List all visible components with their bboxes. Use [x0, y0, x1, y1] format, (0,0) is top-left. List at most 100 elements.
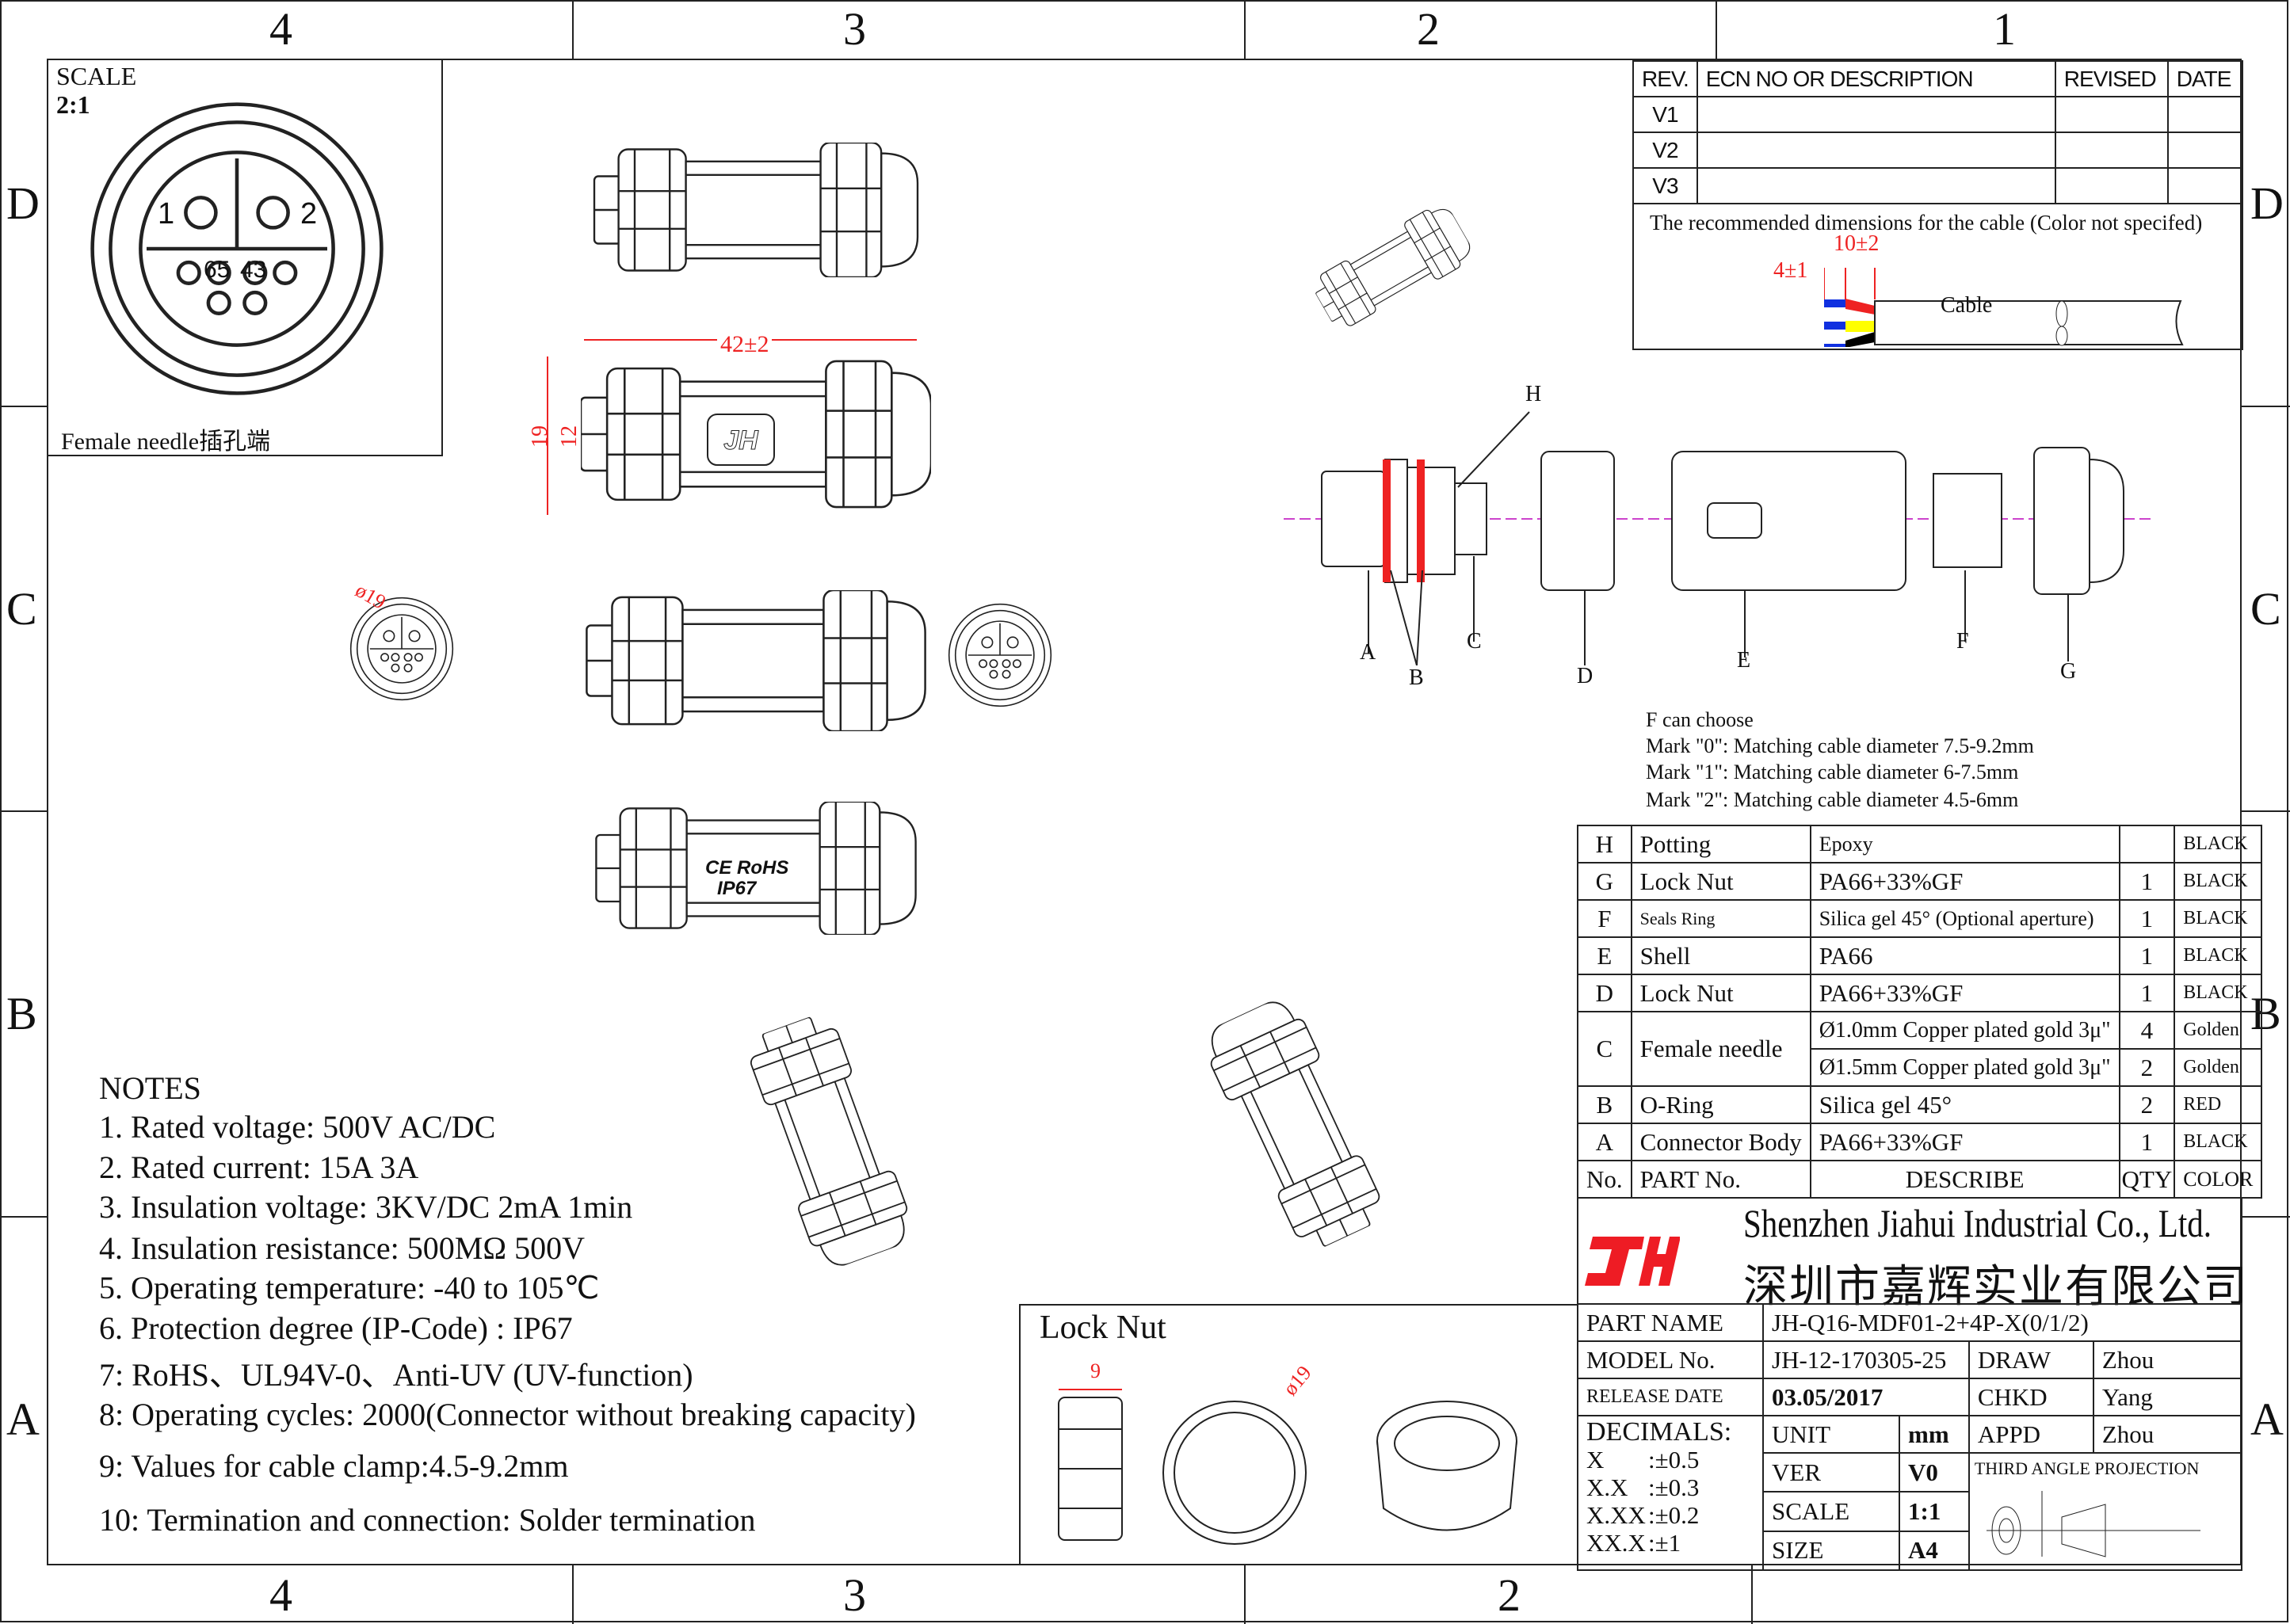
f-choose-item: Mark "0": Matching cable diameter 7.5-9.…	[1646, 734, 2034, 757]
rev-header: REV.	[1632, 60, 1698, 97]
part-qty: 1	[2118, 862, 2176, 901]
jh-logo-emboss: JH	[707, 414, 775, 466]
part-qty: 1	[2118, 899, 2176, 938]
note-item: 6. Protection degree (IP-Code) : IP67	[99, 1310, 573, 1346]
callout-D: D	[1577, 664, 1593, 688]
front-view-rear	[349, 597, 454, 701]
zone-right-C: C	[2250, 583, 2281, 635]
height-inner-dimension: 12	[557, 425, 582, 448]
scale-value: 2:1	[56, 90, 90, 119]
lock-nut-title: Lock Nut	[1040, 1309, 1166, 1346]
part-describe: Ø1.5mm Copper plated gold 3μ"	[1809, 1048, 2120, 1087]
part-color: Golden	[2174, 1048, 2263, 1087]
decimal-format: X.X	[1586, 1473, 1628, 1501]
lock-nut-views	[1058, 1389, 1517, 1545]
size-label: SIZE	[1762, 1530, 1900, 1572]
part-name: Lock Nut	[1630, 862, 1811, 901]
decimal-format: X.XX	[1586, 1501, 1646, 1529]
side-view-top	[593, 143, 919, 277]
length-dimension: 42±2	[717, 331, 773, 358]
side-view-ip67	[586, 590, 926, 731]
zone-right-A: A	[2250, 1393, 2284, 1445]
exploded-view	[1284, 411, 2155, 665]
part-color: BLACK	[2174, 825, 2263, 863]
height-outer-dimension: 19	[528, 425, 552, 448]
zone-top-2: 2	[1417, 3, 1440, 55]
decimal-tolerance: :±0.5	[1648, 1446, 1700, 1473]
ver-label: VER	[1762, 1451, 1900, 1493]
locknut-width-dimension: 9	[1090, 1359, 1101, 1382]
model-label: MODEL No.	[1577, 1340, 1764, 1379]
decimals-label: DECIMALS:	[1586, 1417, 1732, 1447]
part-name: Connector Body	[1630, 1123, 1811, 1161]
scale-detail-box: SCALE 2:1 1 2 65 43 Female needle插孔端	[47, 59, 443, 456]
date-header: DATE	[2166, 60, 2244, 97]
size-value: A4	[1899, 1530, 1970, 1572]
decimal-format: XX.X	[1586, 1529, 1646, 1557]
zone-divider	[1244, 0, 1246, 59]
zone-divider	[1716, 0, 1717, 59]
appd-label: APPD	[1967, 1415, 2094, 1454]
appd-value: Zhou	[2092, 1415, 2243, 1454]
company-name-en: Shenzhen Jiahui Industrial Co., Ltd.	[1743, 1201, 2212, 1245]
part-qty	[2118, 825, 2176, 863]
pin-label-1: 1	[158, 197, 175, 231]
iso-view-right	[1196, 991, 1395, 1259]
callout-A: A	[1360, 640, 1376, 665]
chkd-label: CHKD	[1967, 1378, 2094, 1416]
callout-H: H	[1525, 382, 1542, 406]
draw-label: DRAW	[1967, 1340, 2094, 1379]
part-qty: 1	[2118, 974, 2176, 1012]
decimal-tolerance: :±0.2	[1648, 1501, 1700, 1529]
f-choose-item: Mark "2": Matching cable diameter 4.5-6m…	[1646, 788, 2019, 811]
zone-right-D: D	[2250, 177, 2284, 229]
chkd-value: Yang	[2092, 1378, 2243, 1416]
part-color: BLACK	[2174, 936, 2263, 975]
cable-illustration	[1824, 268, 2184, 347]
projection-label: THIRD ANGLE PROJECTION	[1974, 1458, 2200, 1478]
part-qty: 1	[2118, 1123, 2176, 1161]
part-no: C	[1577, 1011, 1632, 1087]
part-color: BLACK	[2174, 1123, 2263, 1161]
part-no: B	[1577, 1085, 1632, 1124]
zone-bottom-3: 3	[843, 1569, 866, 1621]
header-color: COLOR	[2174, 1160, 2263, 1199]
note-item: 9: Values for cable clamp:4.5-9.2mm	[99, 1448, 569, 1484]
part-describe: Epoxy	[1809, 825, 2120, 863]
callout-G: G	[2060, 659, 2077, 684]
zone-bottom-2: 2	[1498, 1569, 1521, 1621]
revision-block: REV. ECN NO OR DESCRIPTION REVISED DATE …	[1632, 60, 2244, 350]
cable-note: The recommended dimensions for the cable…	[1650, 211, 2203, 234]
projection-cell: THIRD ANGLE PROJECTION	[1967, 1452, 2243, 1571]
callout-E: E	[1737, 648, 1751, 673]
zone-divider	[1751, 1565, 1753, 1624]
part-name: Lock Nut	[1630, 974, 1811, 1012]
revision-table: REV. ECN NO OR DESCRIPTION REVISED DATE …	[1632, 60, 2244, 204]
rev-row-v2: V2	[1632, 132, 1698, 169]
drawing-frame	[47, 59, 2242, 1565]
scale-caption: Female needle插孔端	[61, 429, 271, 455]
part-describe: Silica gel 45° (Optional aperture)	[1809, 899, 2120, 938]
lock-nut-detail: Lock Nut 9 ø19	[1019, 1304, 1578, 1565]
part-describe: PA66+33%GF	[1809, 974, 2120, 1012]
zone-left-A: A	[6, 1393, 40, 1445]
cable-recommendation: The recommended dimensions for the cable…	[1632, 204, 2243, 350]
ver-value: V0	[1899, 1451, 1970, 1493]
callout-B: B	[1409, 665, 1424, 690]
part-name: Shell	[1630, 936, 1811, 975]
pin-label-65: 65	[204, 257, 231, 283]
part-describe: Ø1.0mm Copper plated gold 3μ"	[1809, 1011, 2120, 1050]
part-name: O-Ring	[1630, 1085, 1811, 1124]
scale-label: SCALE	[1762, 1491, 1900, 1532]
note-item: 3. Insulation voltage: 3KV/DC 2mA 1min	[99, 1189, 633, 1225]
front-view-mating	[948, 603, 1052, 707]
part-describe: PA66+33%GF	[1809, 1123, 2120, 1161]
